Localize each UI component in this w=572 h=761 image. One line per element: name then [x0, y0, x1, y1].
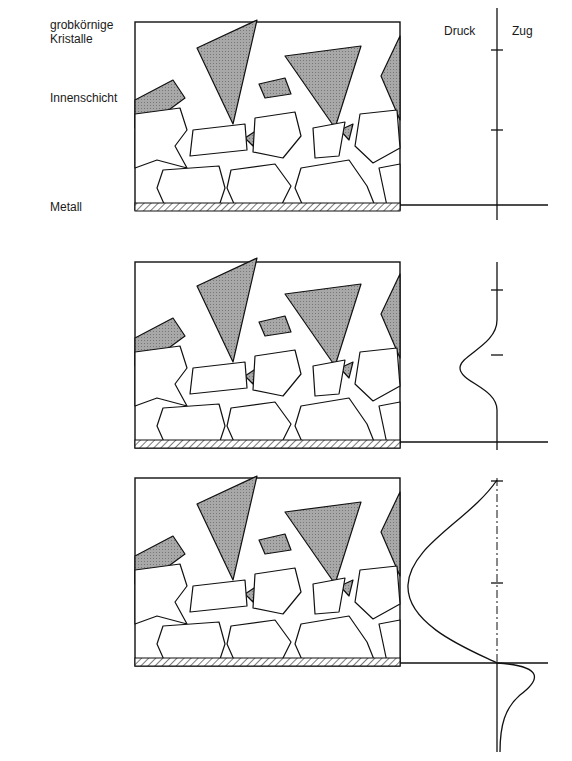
- crystal-panel: [135, 20, 400, 211]
- crystal-panel: [135, 476, 400, 666]
- layer-label: grobkörnige Kristalle: [50, 18, 130, 46]
- stress-profile: [400, 8, 548, 220]
- axis-label: Zug: [512, 24, 552, 38]
- layer-label: Innenschicht: [50, 91, 134, 105]
- layer-label: Metall: [50, 200, 130, 214]
- crystal-panel: [135, 258, 400, 448]
- stress-profile: [400, 262, 548, 450]
- stress-profile: [400, 478, 548, 752]
- axis-label: Druck: [444, 24, 490, 38]
